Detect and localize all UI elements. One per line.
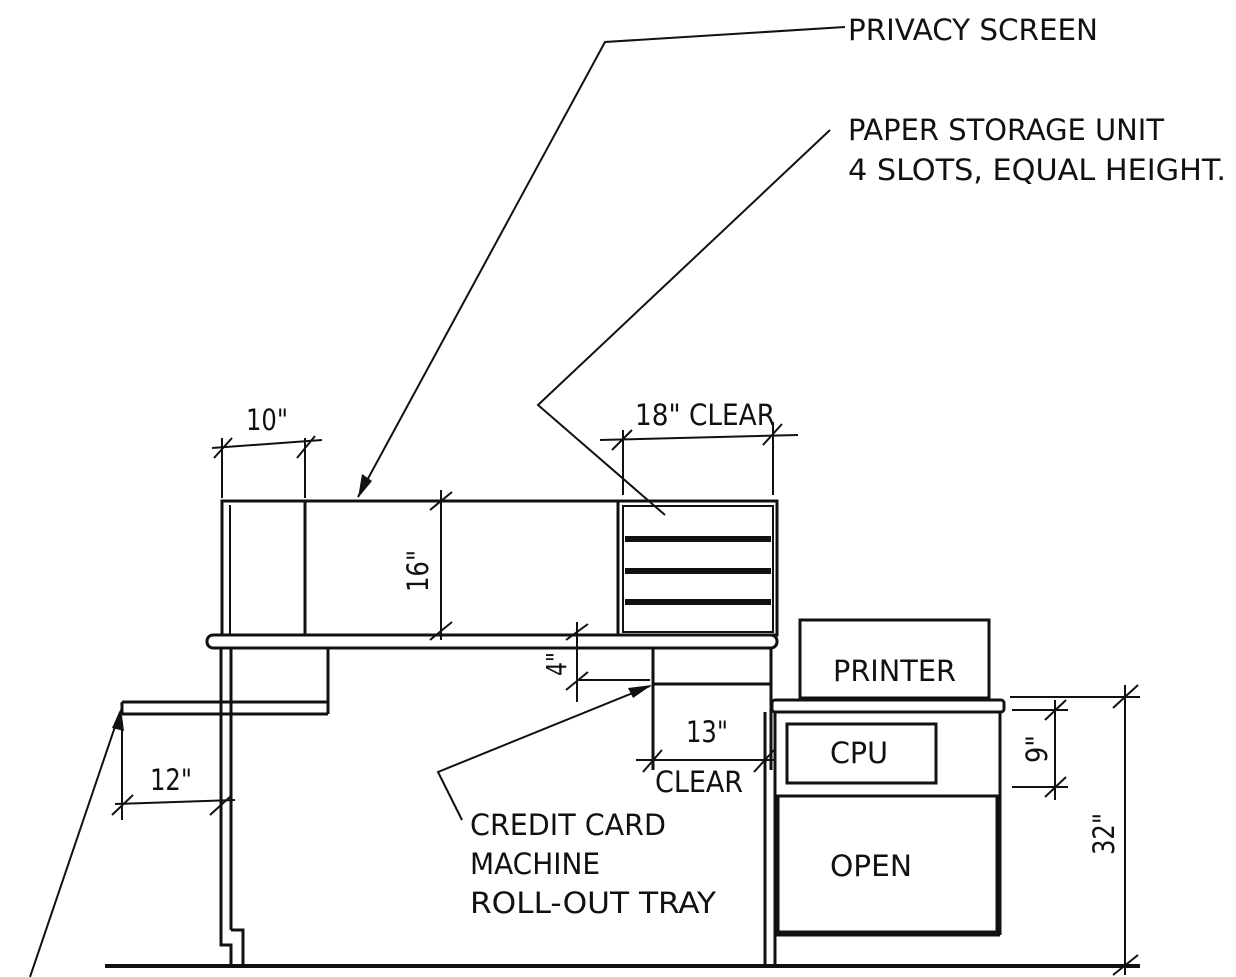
credit-card-label-line1: CREDIT CARD <box>470 808 666 842</box>
dim-clear-text: CLEAR <box>655 765 743 799</box>
credit-card-arrowhead <box>628 685 652 698</box>
paper-storage-unit <box>622 505 774 633</box>
cpu-cabinet <box>763 698 1006 966</box>
dim-32-text: 32" <box>1087 813 1121 855</box>
printer-label: PRINTER <box>833 654 956 688</box>
credit-card-label-line2: MACHINE <box>470 847 600 881</box>
privacy-screen-leader <box>357 26 846 498</box>
dim-13-clear <box>636 749 775 773</box>
cpu-label: CPU <box>830 736 888 770</box>
printer-box <box>798 618 991 700</box>
dim-4 <box>565 622 650 702</box>
dim-12-text: 12" <box>150 763 192 797</box>
dim-10 <box>211 435 323 498</box>
open-label: OPEN <box>830 849 912 883</box>
dim-18-clear-text: 18" CLEAR <box>635 398 775 432</box>
privacy-screen-arrowhead <box>358 474 372 498</box>
dim-13-text: 13" <box>686 715 728 749</box>
dim-10-text: 10" <box>246 403 288 437</box>
dim-9-text: 9" <box>1020 735 1054 763</box>
transaction-shelf <box>120 700 328 716</box>
dim-9 <box>1012 699 1068 800</box>
bottom-left-leader <box>29 711 121 977</box>
credit-card-leader <box>436 685 651 821</box>
dim-18-clear <box>599 422 799 495</box>
paper-storage-leader <box>536 129 831 516</box>
worksurface <box>205 633 779 650</box>
paper-storage-label-line1: PAPER STORAGE UNIT <box>848 113 1165 147</box>
dim-32 <box>1010 684 1140 976</box>
credit-card-label-line3: ROLL-OUT TRAY <box>470 886 717 920</box>
privacy-screen-label: PRIVACY SCREEN <box>848 13 1098 47</box>
dim-4-text: 4" <box>540 652 573 676</box>
dim-16-text: 16" <box>401 550 435 592</box>
paper-storage-label-line2: 4 SLOTS, EQUAL HEIGHT. <box>848 153 1226 187</box>
panel-post <box>219 648 245 966</box>
roll-out-tray <box>651 648 773 770</box>
dim-12 <box>111 722 236 820</box>
dim-16 <box>429 490 453 641</box>
